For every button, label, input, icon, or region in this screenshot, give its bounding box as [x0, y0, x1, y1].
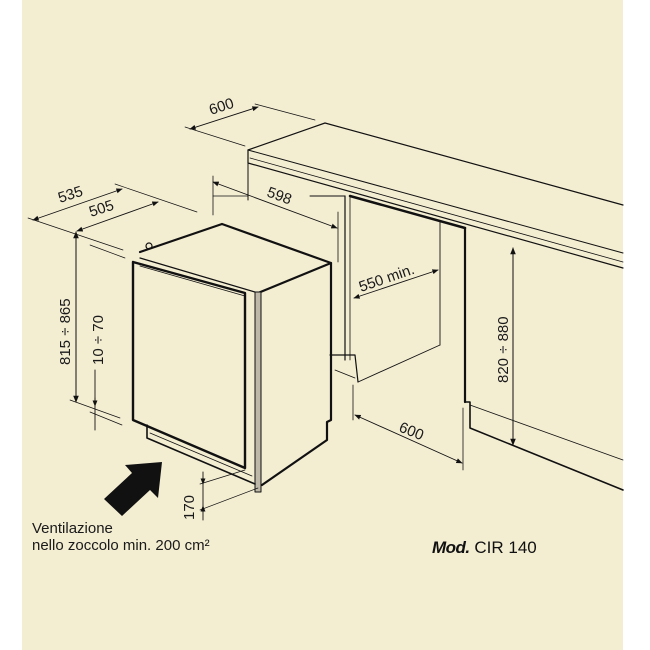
- label-plinth-adjustment: 10 ÷ 70: [90, 315, 107, 365]
- label-niche-width: 598: [265, 184, 294, 209]
- label-appliance-depth-total: 535: [56, 183, 85, 207]
- label-niche-height: 820 ÷ 880: [495, 316, 512, 383]
- refrigerator: [131, 222, 333, 493]
- niche-panels: [329, 194, 624, 491]
- label-appliance-height: 815 ÷ 865: [57, 298, 74, 365]
- label-cabinet-depth: 600: [397, 419, 427, 444]
- dim-niche-depth-min: [353, 269, 439, 299]
- worktop: [247, 122, 624, 269]
- diagram-paper: [22, 0, 623, 650]
- label-plinth-height: 170: [181, 495, 198, 520]
- ventilation-note: Ventilazione nello zoccolo min. 200 cm²: [32, 520, 210, 554]
- label-niche-depth-min: 550 min.: [357, 261, 417, 296]
- dim-niche-width: [212, 175, 346, 263]
- label-worktop-depth: 600: [207, 95, 236, 119]
- dim-appliance-depth: [27, 183, 198, 259]
- label-appliance-depth-body: 505: [87, 197, 116, 221]
- dim-plinth-adjustment: [89, 369, 123, 431]
- dim-cabinet-depth: [354, 414, 463, 464]
- ventilation-note-line2: nello zoccolo min. 200 cm²: [32, 537, 210, 554]
- dim-worktop-depth: [184, 103, 316, 147]
- dim-plinth-height: [199, 469, 259, 521]
- ventilation-note-line1: Ventilazione: [32, 520, 113, 537]
- model-label: Mod. CIR 140: [432, 538, 537, 558]
- model-name: CIR 140: [474, 538, 537, 557]
- ventilation-arrow-icon: [104, 462, 162, 516]
- model-prefix: Mod.: [432, 538, 470, 557]
